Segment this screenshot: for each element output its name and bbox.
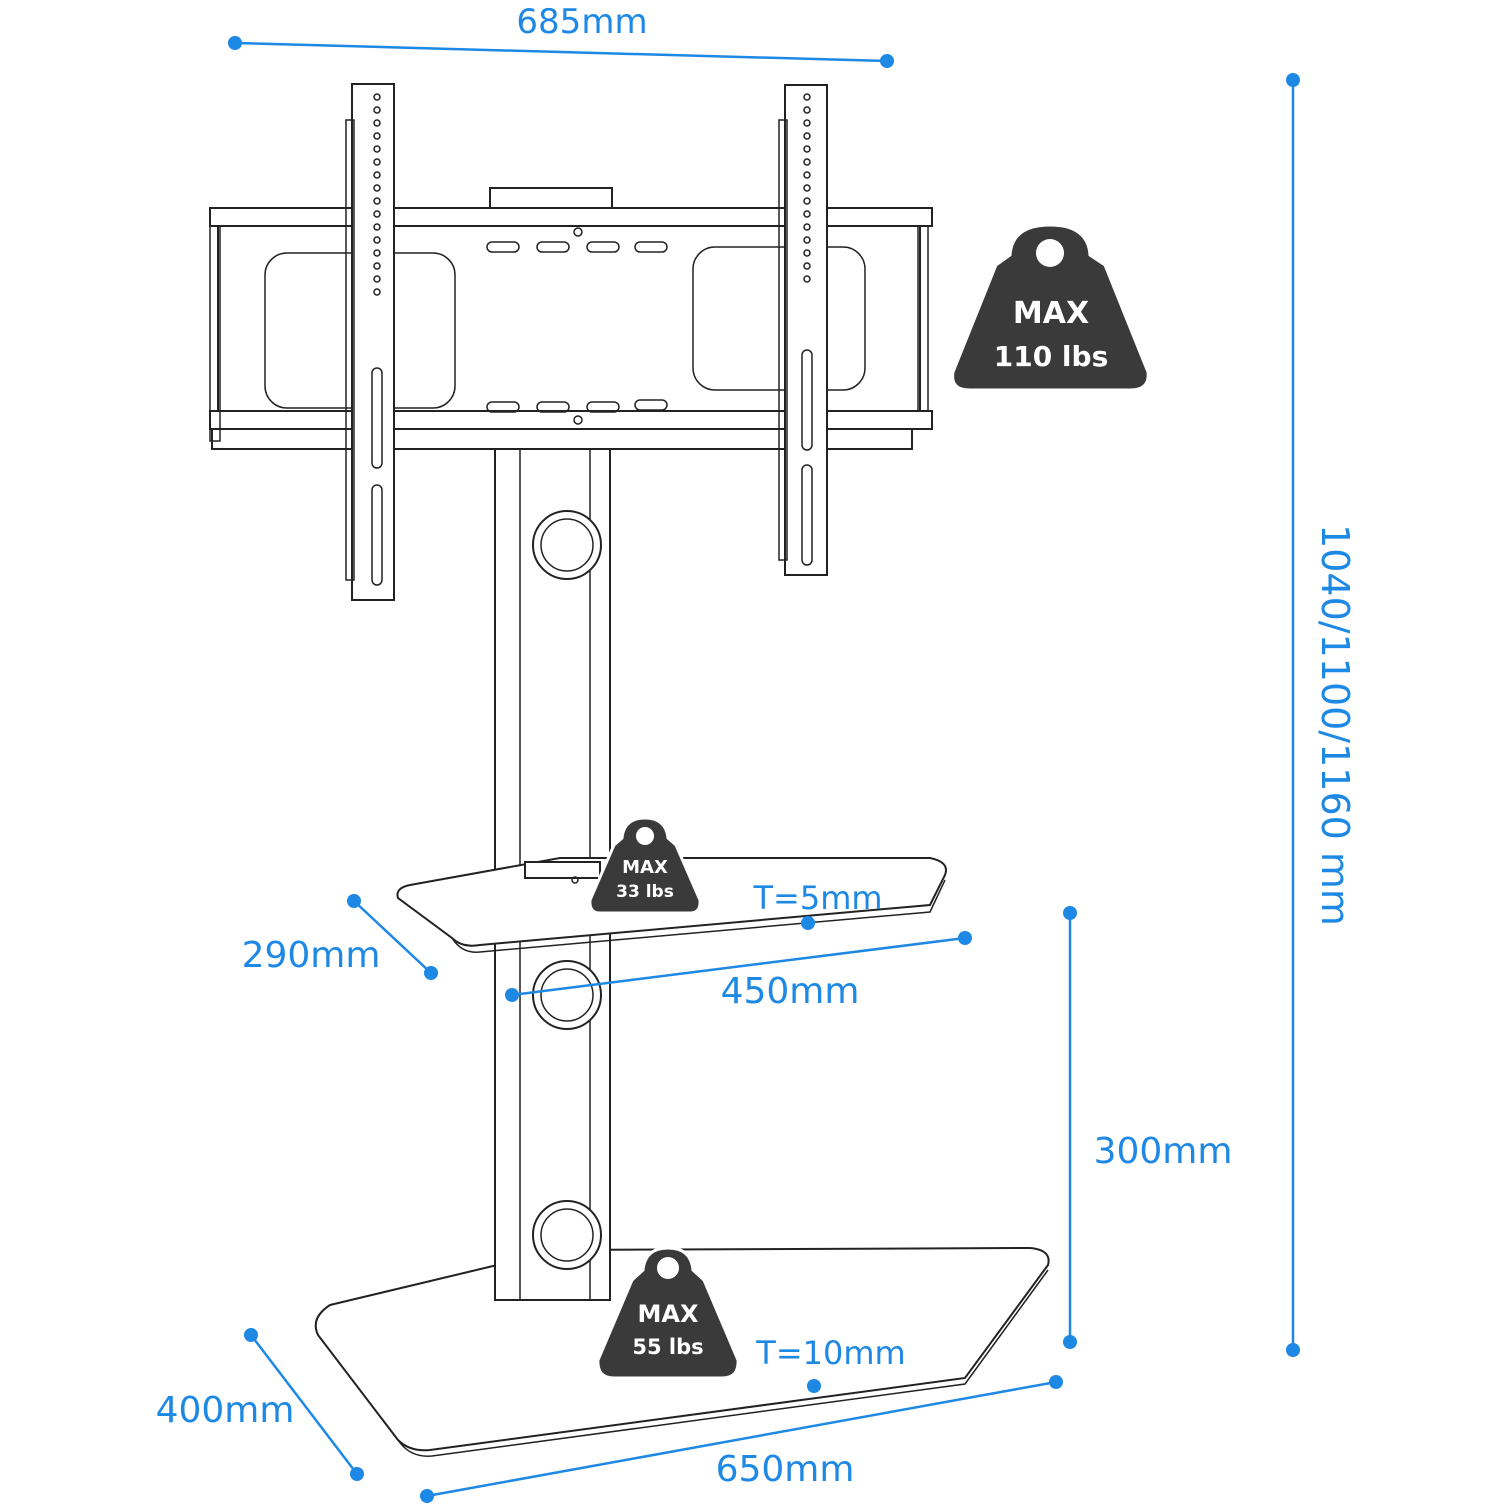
dim-total-height: 1040/1100/1160 mm [1286, 73, 1357, 1357]
weight-badge-base-value: 55 lbs [632, 1335, 703, 1359]
weight-badge-mount-value: 110 lbs [994, 340, 1109, 373]
dim-shelf-thickness-label: T=5mm [752, 879, 882, 917]
left-bracket [345, 83, 395, 601]
dim-base-thickness-label: T=10mm [755, 1334, 905, 1372]
weight-badge-base-label: MAX [638, 1300, 699, 1328]
dim-base-width-label: 650mm [716, 1449, 855, 1490]
dim-shelf-width: 450mm [505, 931, 972, 1012]
dim-shelf-depth: 290mm [242, 894, 438, 980]
weight-badge-shelf-value: 33 lbs [616, 882, 674, 902]
dim-total-height-label: 1040/1100/1160 mm [1313, 524, 1357, 926]
weight-badge-shelf-label: MAX [622, 857, 668, 878]
dim-shelf-thickness: T=5mm [752, 879, 883, 930]
weight-badge-mount-label: MAX [1013, 296, 1089, 331]
dim-mount-width-label: 685mm [516, 2, 647, 42]
weight-badge-shelf: MAX 33 lbs [588, 816, 702, 915]
weight-badge-mount: MAX 110 lbs [951, 223, 1150, 392]
dim-base-depth-label: 400mm [156, 1390, 295, 1431]
stand-drawing [209, 83, 1050, 1457]
right-bracket-holes [803, 93, 811, 283]
dim-shelf-width-label: 450mm [721, 971, 860, 1012]
weight-badge-base: MAX 55 lbs [596, 1246, 740, 1380]
right-bracket [778, 84, 828, 576]
dim-base-thickness: T=10mm [755, 1334, 906, 1393]
dim-mount-width: 685mm [228, 2, 894, 68]
dim-shelf-to-base: 300mm [1063, 906, 1232, 1349]
dim-base-width: 650mm [420, 1375, 1063, 1503]
dim-shelf-to-base-label: 300mm [1094, 1131, 1233, 1172]
dim-shelf-depth-label: 290mm [242, 935, 381, 976]
left-bracket-holes [373, 93, 381, 296]
dim-base-depth: 400mm [156, 1328, 364, 1481]
